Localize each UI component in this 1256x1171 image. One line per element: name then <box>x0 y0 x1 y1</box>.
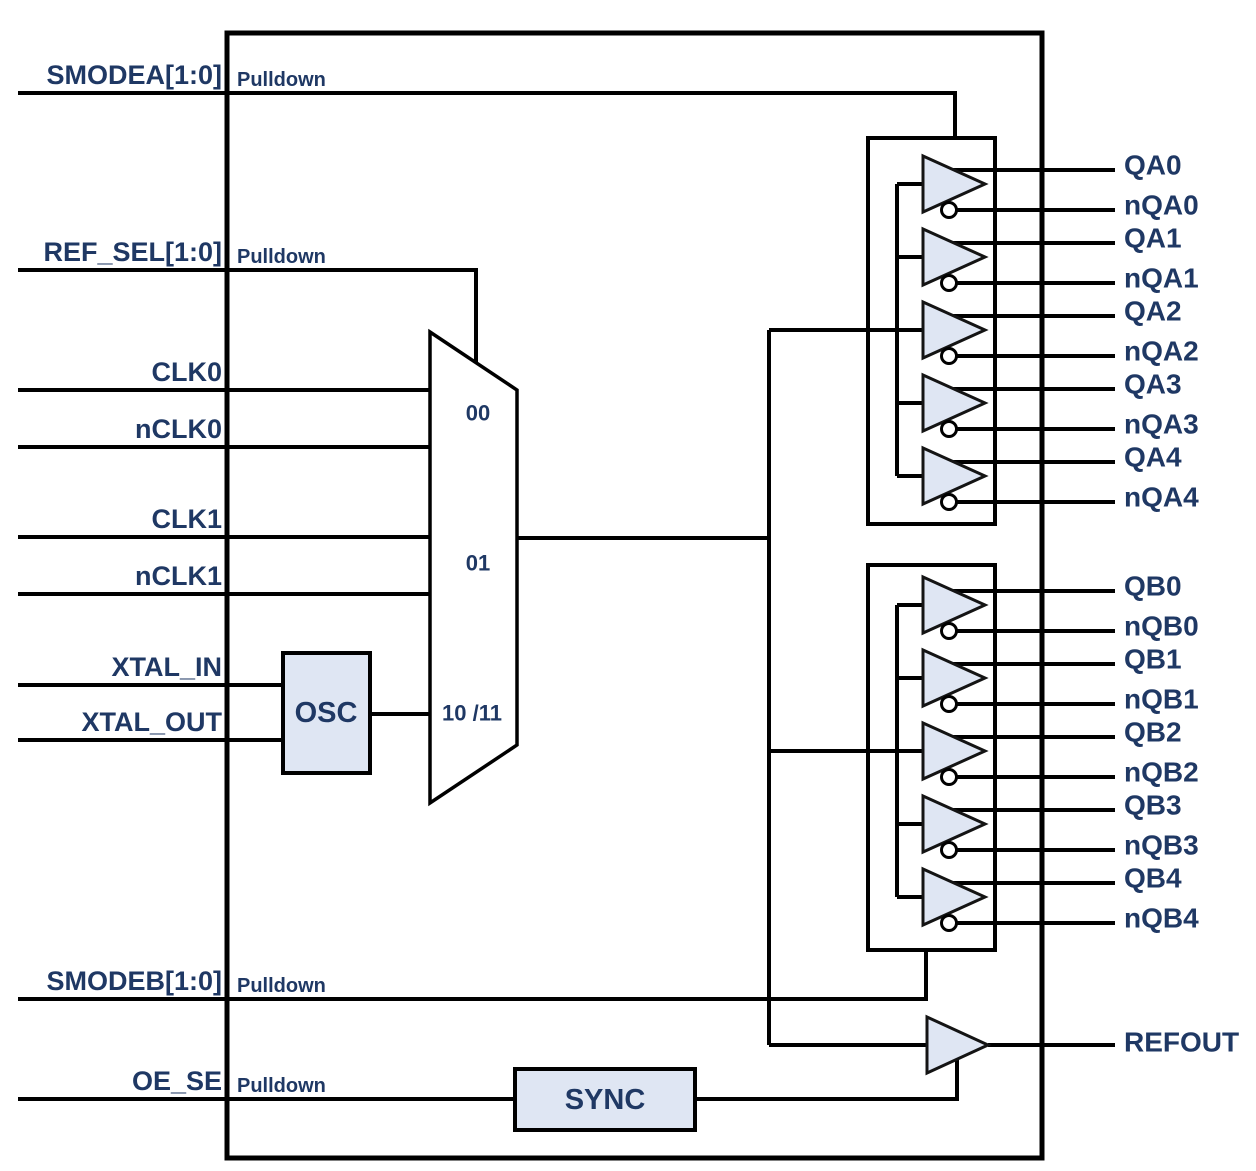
output-label-nqa3: nQA3 <box>1124 409 1199 440</box>
reference-mux <box>428 328 519 807</box>
output-label-nqb3: nQB3 <box>1124 830 1199 861</box>
wires-outputs-bank-b <box>952 589 1115 925</box>
diff-buffer-qb2 <box>921 720 989 782</box>
sync-block-label: SYNC <box>565 1084 646 1116</box>
mux-select-label-01: 01 <box>466 551 490 576</box>
mux-select-label-00: 00 <box>466 401 490 426</box>
output-label-qa1: QA1 <box>1124 223 1182 254</box>
input-label-xtal-out: XTAL_OUT <box>82 707 223 737</box>
sync-block <box>513 1067 697 1132</box>
wire-smodea <box>18 91 957 138</box>
wire-sync-to-refout <box>695 1060 959 1101</box>
output-label-qa0: QA0 <box>1124 150 1182 181</box>
refout-buffer <box>925 1014 992 1076</box>
input-label-smodea: SMODEA[1:0] <box>46 60 222 90</box>
diff-buffer-qb1 <box>921 647 989 709</box>
wire-bank-a-input-bus <box>895 182 923 478</box>
output-label-qb2: QB2 <box>1124 717 1182 748</box>
inversion-bubble-nqa4 <box>940 493 958 511</box>
inversion-bubble-nqb1 <box>940 695 958 713</box>
input-label-nclk1: nCLK1 <box>135 561 222 591</box>
mux-select-label-10-11: 10 /11 <box>442 701 502 726</box>
wire-bank-b-input-bus <box>895 603 923 899</box>
inversion-bubble-nqa2 <box>940 347 958 365</box>
input-label-xtal-in: XTAL_IN <box>111 652 222 682</box>
output-label-nqa1: nQA1 <box>1124 263 1199 294</box>
input-label-clk1: CLK1 <box>151 504 222 534</box>
diff-buffer-qa1 <box>921 226 989 288</box>
output-label-nqb1: nQB1 <box>1124 684 1199 715</box>
bank-a-group-box <box>866 136 997 526</box>
output-label-qa3: QA3 <box>1124 369 1182 400</box>
diff-buffer-qb4 <box>921 866 989 928</box>
wire-smodeb <box>18 950 928 1001</box>
pulldown-note-ref-sel: Pulldown <box>237 246 326 268</box>
inversion-bubble-nqb0 <box>940 622 958 640</box>
pulldown-note-smodeb: Pulldown <box>237 975 326 997</box>
output-label-qb3: QB3 <box>1124 790 1182 821</box>
inversion-bubble-nqa0 <box>940 201 958 219</box>
output-label-qb0: QB0 <box>1124 571 1182 602</box>
output-label-nqa0: nQA0 <box>1124 190 1199 221</box>
output-label-nqa2: nQA2 <box>1124 336 1199 367</box>
output-label-qa4: QA4 <box>1124 442 1182 473</box>
pulldown-note-oe-se: Pulldown <box>237 1075 326 1097</box>
output-label-nqb4: nQB4 <box>1124 903 1199 934</box>
chip-outline <box>224 30 1045 1161</box>
input-label-nclk0: nCLK0 <box>135 414 222 444</box>
output-label-nqa4: nQA4 <box>1124 482 1199 513</box>
osc-block-label: OSC <box>295 697 358 729</box>
output-label-qa2: QA2 <box>1124 296 1182 327</box>
diff-buffer-qb0 <box>921 574 989 636</box>
wire-ref-sel <box>18 268 478 363</box>
inversion-bubble-nqa3 <box>940 420 958 438</box>
output-label-qb1: QB1 <box>1124 644 1182 675</box>
inversion-bubble-nqb4 <box>940 914 958 932</box>
inversion-bubble-nqa1 <box>940 274 958 292</box>
input-label-oe-se: OE_SE <box>132 1066 222 1096</box>
pulldown-note-smodea: Pulldown <box>237 69 326 91</box>
output-label-refout: REFOUT <box>1124 1027 1239 1058</box>
output-label-nqb0: nQB0 <box>1124 611 1199 642</box>
input-label-clk0: CLK0 <box>151 357 222 387</box>
diff-buffer-qb3 <box>921 793 989 855</box>
inversion-bubble-nqb2 <box>940 768 958 786</box>
input-label-smodeb: SMODEB[1:0] <box>46 966 222 996</box>
diff-buffer-qa0 <box>921 153 989 215</box>
diff-buffer-qa2 <box>921 299 989 361</box>
input-label-ref-sel: REF_SEL[1:0] <box>43 237 222 267</box>
output-label-qb4: QB4 <box>1124 863 1182 894</box>
wires-outputs-bank-a <box>952 168 1115 504</box>
diff-buffer-qa3 <box>921 372 989 434</box>
diff-buffer-qa4 <box>921 445 989 507</box>
bank-b-group-box <box>866 563 997 952</box>
inversion-bubble-nqb3 <box>940 841 958 859</box>
output-label-nqb2: nQB2 <box>1124 757 1199 788</box>
osc-block <box>281 651 372 775</box>
